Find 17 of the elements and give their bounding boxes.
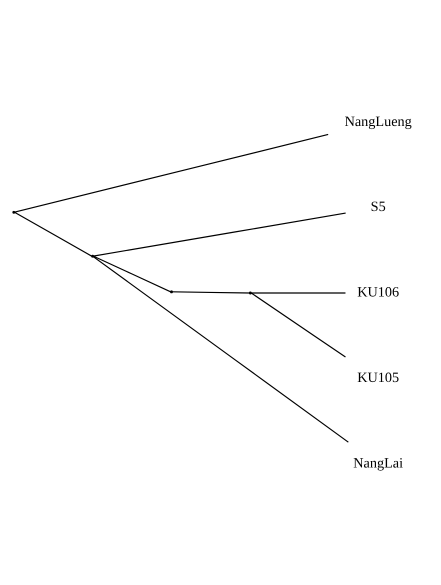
node-point xyxy=(170,290,173,293)
connector xyxy=(94,212,346,256)
node-point xyxy=(248,291,252,294)
connector xyxy=(14,133,328,212)
node-text: KU106 xyxy=(357,284,400,300)
node-point xyxy=(12,210,16,214)
connector xyxy=(93,255,171,292)
connector xyxy=(14,211,92,256)
connector xyxy=(172,290,250,294)
connector xyxy=(250,292,346,358)
node-text: S5 xyxy=(370,198,386,215)
node-text: NangLueng xyxy=(344,113,412,130)
node-text: KU105 xyxy=(357,370,400,386)
node-text: NangLai xyxy=(353,455,404,472)
connector xyxy=(251,292,346,294)
connector xyxy=(93,256,349,442)
node-point xyxy=(91,254,94,258)
